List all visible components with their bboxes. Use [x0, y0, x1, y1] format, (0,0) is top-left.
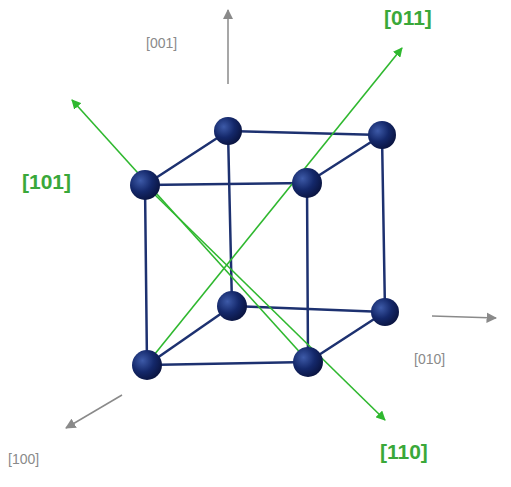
axis-label: [100]: [8, 452, 39, 467]
direction-label: [101]: [22, 170, 71, 193]
axis-label: [001]: [146, 36, 177, 51]
direction-label: [011]: [384, 6, 432, 29]
axis-arrows: [66, 10, 496, 428]
axis-label: [010]: [414, 352, 445, 367]
direction-label: [110]: [380, 440, 428, 463]
direction-arrows: [72, 48, 402, 420]
atoms: [130, 117, 399, 380]
cube-edges: [145, 131, 385, 365]
